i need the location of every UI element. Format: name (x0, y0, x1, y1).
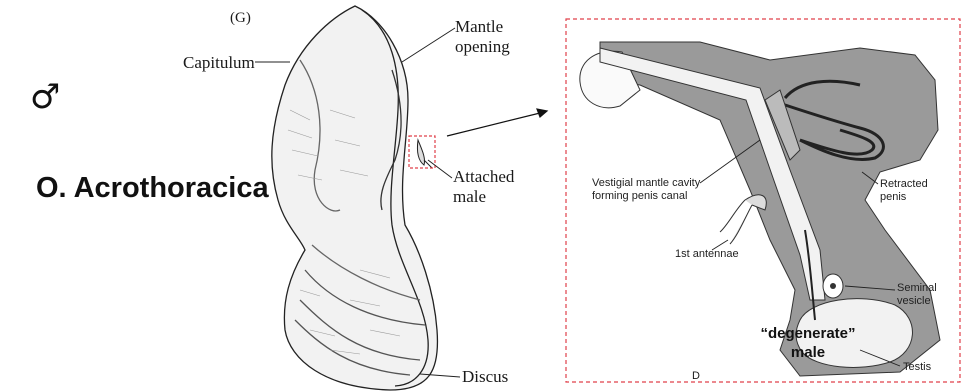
figure-letter: (G) (230, 10, 251, 27)
label-seminal-line-2: vesicle (897, 295, 937, 308)
label-testis: Testis (903, 361, 931, 374)
barnacle-body-drawing (272, 6, 438, 390)
label-degenerate-line-2: male (752, 343, 864, 362)
label-attached-line-2: male (453, 187, 514, 207)
label-attached-male: Attached male (453, 167, 514, 207)
label-degenerate-line-1: “degenerate” (752, 324, 864, 343)
label-degenerate-male: “degenerate” male (752, 324, 864, 362)
label-1st-antennae: 1st antennae (675, 248, 739, 261)
attached-male-drawing (417, 140, 432, 168)
label-vestigial-line-1: Vestigial mantle cavity (592, 177, 700, 190)
label-vestigial-line-2: forming penis canal (592, 190, 700, 203)
label-seminal-vesicle: Seminal vesicle (897, 282, 937, 308)
label-mantle-opening: Mantle opening (455, 17, 510, 57)
male-symbol: ♂ (30, 80, 60, 114)
label-retracted-penis: Retracted penis (880, 178, 928, 204)
label-capitulum: Capitulum (183, 53, 255, 73)
label-seminal-line-1: Seminal (897, 282, 937, 295)
panel-letter: D (692, 370, 700, 382)
label-retracted-line-1: Retracted (880, 178, 928, 191)
label-discus: Discus (462, 367, 508, 387)
label-vestigial-mantle-cavity: Vestigial mantle cavity forming penis ca… (592, 177, 700, 203)
order-name: O. Acrothoracica (36, 172, 269, 205)
label-mantle-line-1: Mantle (455, 17, 510, 37)
label-attached-line-1: Attached (453, 167, 514, 187)
capitulum-outline (272, 6, 438, 390)
label-mantle-line-2: opening (455, 37, 510, 57)
label-retracted-line-2: penis (880, 191, 928, 204)
zoom-arrow (447, 109, 547, 136)
